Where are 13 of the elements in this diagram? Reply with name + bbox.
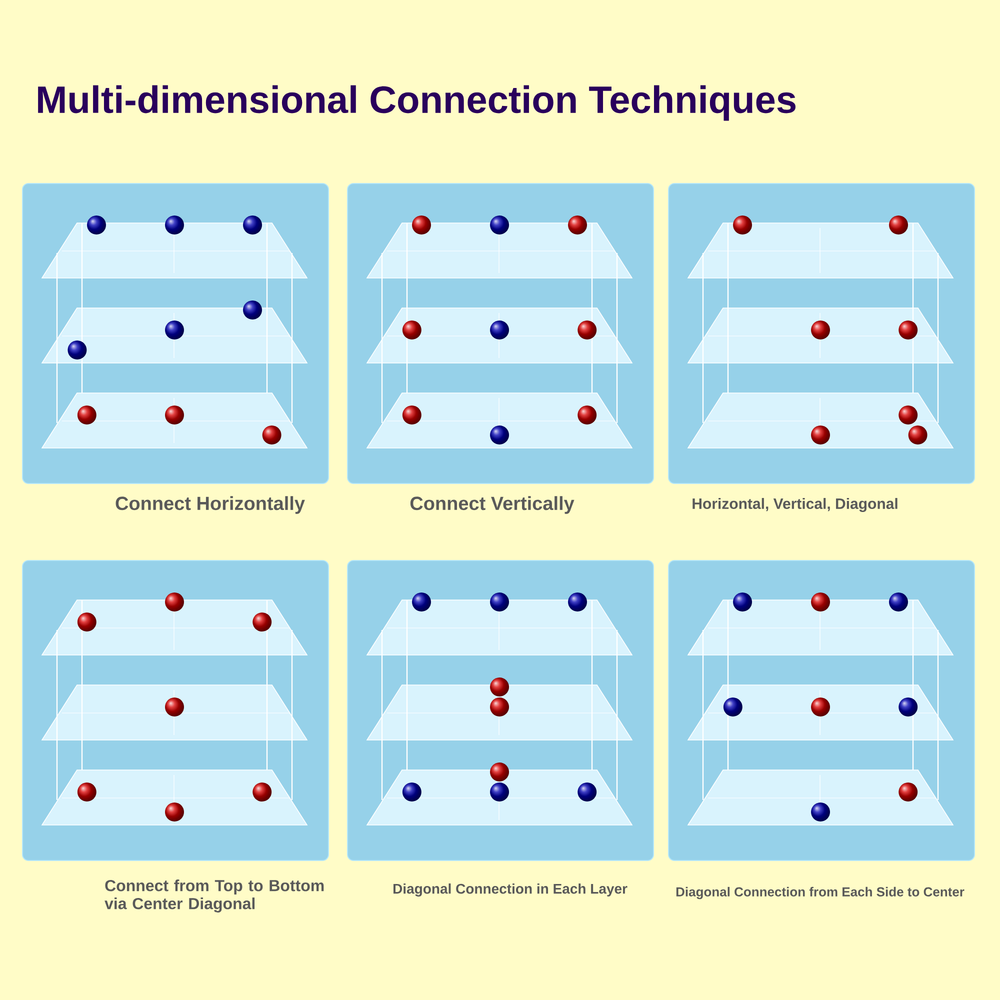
- node-label: Connect from Top to Bottom via Center Diagonal: [104, 880, 324, 912]
- node-label: Diagonal Connection from Each Side to Center: [676, 886, 964, 900]
- node-label: Connect Horizontally: [116, 496, 305, 514]
- game-board-drawing: Horizontal, Vertical, Diagonal: [668, 183, 976, 512]
- node-label: Connect Vertically: [410, 496, 574, 514]
- game-board-drawing: Connect Vertically: [347, 183, 654, 514]
- game-board-drawing: Diagonal Connection in Each Layer: [347, 560, 654, 897]
- node-label: Horizontal, Vertical, Diagonal: [692, 498, 898, 512]
- game-board-drawing: Diagonal Connection from Each Side to Center: [668, 560, 976, 900]
- game-board-drawing: Connect from Top to Bottom via Center Diagonal: [22, 560, 329, 912]
- game-board-drawing: Connect Horizontally: [22, 183, 329, 514]
- title: Multi-dimensional Connection Techniques: [38, 85, 796, 121]
- node-label: Diagonal Connection in Each Layer: [393, 883, 628, 897]
